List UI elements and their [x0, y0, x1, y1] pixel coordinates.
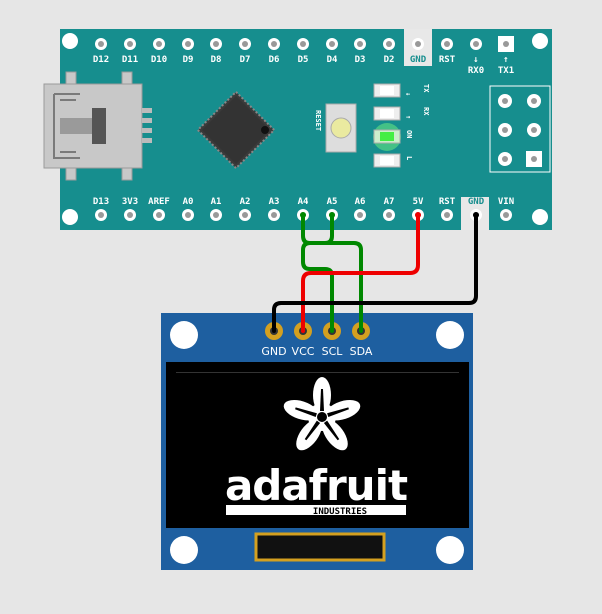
oled-pin-label-sda: SDA: [350, 345, 373, 358]
pin-label-d4: D4: [327, 55, 338, 65]
oled-pin-label-vcc: VCC: [292, 345, 315, 358]
wire-end: [300, 212, 306, 218]
mount-hole: [170, 321, 198, 349]
pin-label-d8: D8: [211, 55, 222, 65]
wire-gnd-gnd[interactable]: [272, 213, 478, 333]
pin-label-d10: D10: [151, 55, 167, 65]
arrow-up-icon: ↑: [503, 55, 508, 65]
reset-label: RESET: [314, 110, 322, 131]
wire-5v-vcc[interactable]: [301, 213, 420, 333]
pin-label-a0: A0: [183, 197, 194, 207]
oled-display-module[interactable]: GND VCC SCL SDA: [161, 313, 473, 570]
wire-end: [473, 212, 479, 218]
led-label-tx: TX: [422, 84, 430, 93]
mount-hole: [532, 33, 548, 49]
oled-pin-label-gnd: GND: [261, 345, 286, 358]
led-on: [373, 123, 401, 151]
pin-label-d3: D3: [355, 55, 366, 65]
mount-hole: [62, 33, 78, 49]
arrow-down-icon: ↓: [473, 55, 478, 65]
pin-label-d9: D9: [183, 55, 194, 65]
pin-label-gnd-top: GND: [410, 55, 427, 65]
pin-label-aref: AREF: [148, 197, 170, 207]
pin-label-tx1: TX1: [498, 66, 514, 76]
wire-end: [415, 212, 421, 218]
mount-hole: [62, 209, 78, 225]
led-tx: [373, 83, 401, 98]
bottom-pin-labels: D13 3V3 AREF A0 A1 A2 A3 A4 A5 A6 A7 5V …: [93, 197, 514, 207]
adafruit-logo-text: adafruit: [225, 461, 408, 510]
pin-label-d7: D7: [240, 55, 251, 65]
arrow-left-icon: ←: [406, 90, 410, 98]
adafruit-flower-icon: [283, 377, 361, 451]
oled-pin-label-scl: SCL: [322, 345, 344, 358]
icsp-header: [489, 85, 551, 173]
pin-label-d6: D6: [269, 55, 280, 65]
pin-label-d12: D12: [93, 55, 109, 65]
led-label-on: ON: [405, 130, 413, 138]
reset-button[interactable]: [325, 103, 357, 153]
wires: [272, 212, 479, 333]
led-label-rx: RX: [422, 107, 430, 116]
wire-a4-sda[interactable]: [301, 213, 363, 333]
pin-label-a4: A4: [298, 197, 309, 207]
pin-label-a2: A2: [240, 197, 251, 207]
wire-end: [329, 212, 335, 218]
led-label-l: L: [405, 156, 413, 160]
pin-label-vin: VIN: [498, 197, 514, 207]
pin-label-d11: D11: [122, 55, 138, 65]
mount-hole: [532, 209, 548, 225]
top-header-pins: [95, 36, 514, 52]
pin-label-a7: A7: [384, 197, 395, 207]
pin-label-rst-bottom: RST: [439, 197, 456, 207]
mount-hole: [436, 536, 464, 564]
pin-label-rst-top: RST: [439, 55, 456, 65]
pin-label-3v3: 3V3: [122, 197, 138, 207]
pin-label-a5: A5: [327, 197, 338, 207]
mount-hole: [436, 321, 464, 349]
adafruit-logo-subtext: INDUSTRIES: [313, 507, 367, 517]
pin-label-a6: A6: [355, 197, 366, 207]
usb-connector: [43, 71, 152, 181]
led-rx: [373, 106, 401, 121]
led-l: [373, 153, 401, 168]
pin-label-d5: D5: [298, 55, 309, 65]
top-pin-labels: D12 D11 D10 D9 D8 D7 D6 D5 D4 D3 D2 GND …: [93, 55, 514, 76]
arrow-right-icon: →: [406, 113, 410, 121]
oled-ribbon-connector: [254, 532, 386, 562]
pin-label-a3: A3: [269, 197, 280, 207]
arduino-nano-board[interactable]: RESET TX RX ON L ← →: [43, 29, 552, 230]
pin-label-d2: D2: [384, 55, 395, 65]
mount-hole: [170, 536, 198, 564]
pin-label-5v: 5V: [413, 197, 424, 207]
pin-label-a1: A1: [211, 197, 222, 207]
pin-label-d13: D13: [93, 197, 109, 207]
pin-label-rx0: RX0: [468, 66, 484, 76]
pin-label-gnd-bottom: GND: [468, 197, 485, 207]
